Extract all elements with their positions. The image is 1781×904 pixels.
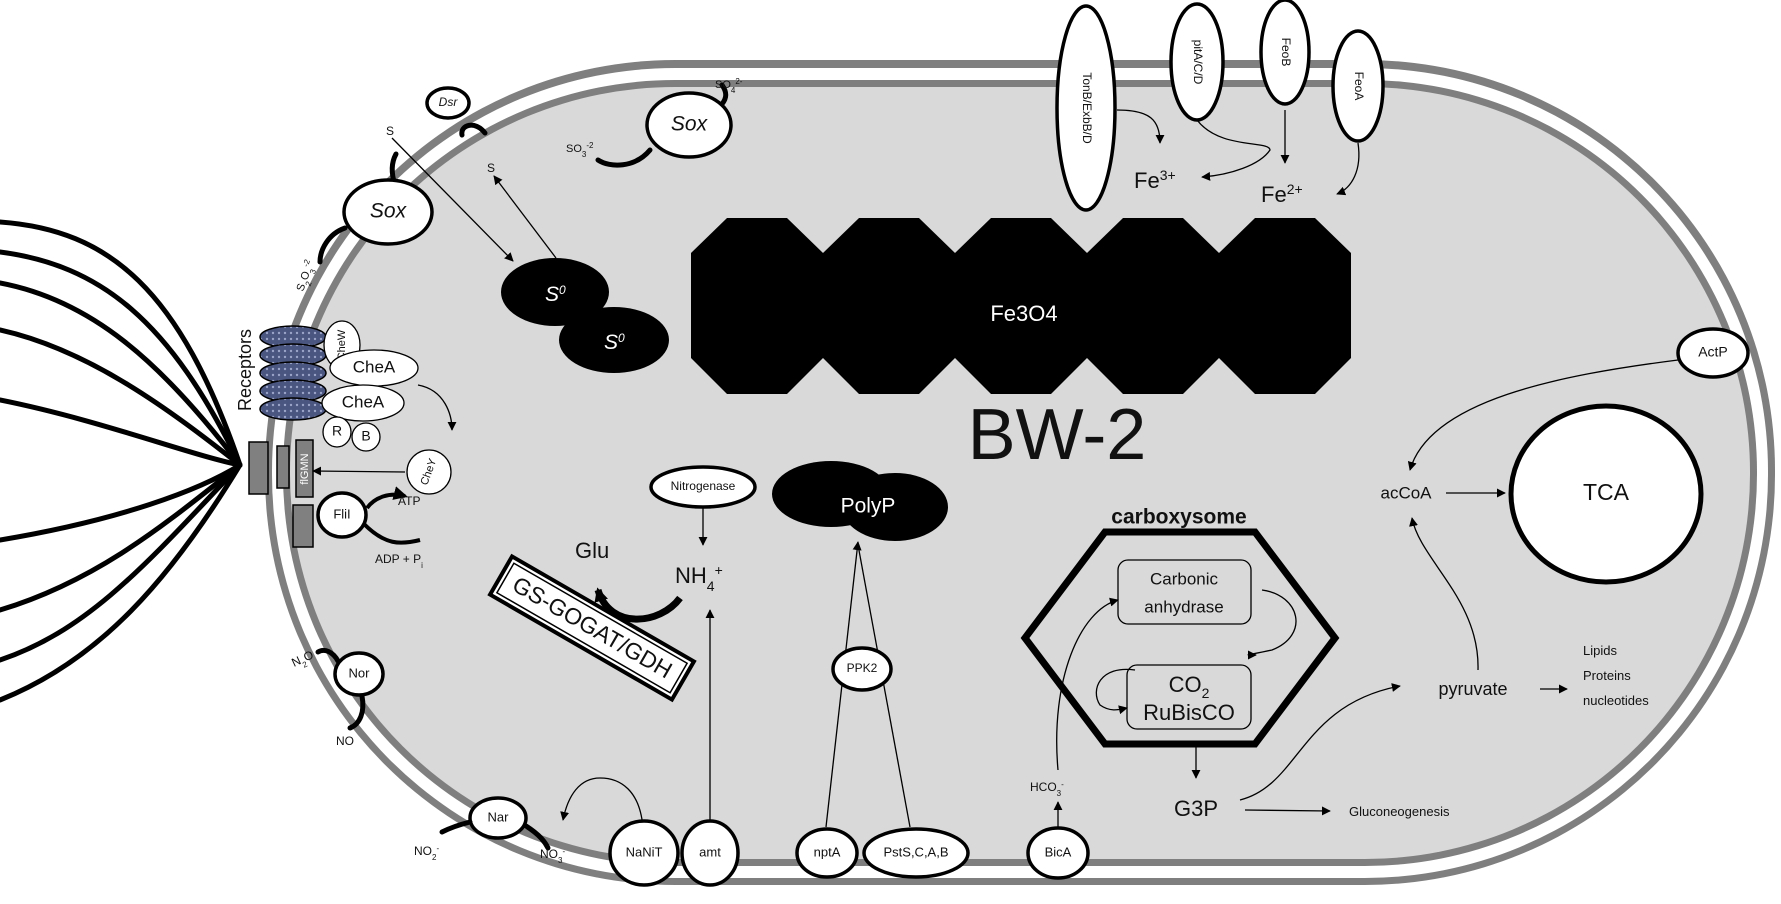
g3p-label: G3P — [1174, 796, 1218, 821]
tonb-label: TonB/ExbB/D — [1080, 72, 1094, 144]
bica-label: BicA — [1045, 844, 1072, 859]
no2-no: NO — [414, 844, 432, 858]
psts-label: PstS,C,A,B — [883, 844, 948, 859]
carbonic-label: Carbonic — [1150, 569, 1219, 588]
s0-s-1: S — [545, 283, 559, 306]
no-label: NO — [336, 734, 354, 748]
s2o3-sup: -2 — [301, 258, 312, 268]
nanit-label: NaNiT — [626, 844, 663, 859]
ppk2-label: PPK2 — [847, 661, 878, 675]
hco3-hco: HCO — [1030, 780, 1057, 794]
chea-label-1: CheA — [353, 357, 396, 376]
dsr-label: Dsr — [439, 95, 459, 109]
co2-co: CO — [1169, 672, 1202, 697]
nh4-sub: 4 — [707, 578, 715, 594]
s0-sup-2: 0 — [618, 331, 625, 345]
adp-label: ADP + P — [375, 552, 421, 566]
lipids-label: Lipids — [1583, 643, 1617, 658]
flagellar-ring-outer — [249, 442, 268, 494]
no3-no: NO — [540, 847, 558, 861]
nh4-nh: NH — [675, 563, 707, 588]
s-label-top: S — [386, 124, 394, 138]
nor-label: Nor — [349, 665, 371, 680]
pyruvate-label: pyruvate — [1438, 679, 1507, 699]
nh4-sup: + — [715, 562, 723, 578]
receptor-5 — [260, 398, 326, 420]
so3-sub: 3 — [582, 150, 587, 159]
flii-label: FliI — [333, 506, 350, 521]
nar-label: Nar — [488, 809, 510, 824]
sox-label-left: Sox — [370, 200, 408, 223]
fe3o4-text: Fe3O4 — [990, 301, 1057, 326]
s0-sup-1: 0 — [559, 283, 566, 297]
so4-sub: 4 — [731, 86, 736, 95]
feoa-label: FeoA — [1352, 72, 1366, 101]
feob-label: FeoB — [1279, 38, 1293, 67]
s-label-dsr: S — [487, 161, 495, 175]
no2-sub: 2 — [432, 853, 437, 862]
hco3-sup: - — [1061, 780, 1064, 789]
glu-label: Glu — [575, 538, 609, 563]
proteins-label: Proteins — [1583, 668, 1631, 683]
atp-label: ATP — [398, 494, 420, 508]
fe2-sup: 2+ — [1287, 181, 1303, 197]
s0-s-2: S — [604, 331, 618, 354]
nitrogenase-label: Nitrogenase — [671, 479, 736, 493]
chea-label-2: CheA — [342, 392, 385, 411]
organism-title: BW-2 — [968, 395, 1147, 475]
flgmn-label: flGMN — [299, 453, 311, 484]
nucleotides-label: nucleotides — [1583, 693, 1649, 708]
hco3-sub: 3 — [1057, 789, 1062, 798]
fe2-fe: Fe — [1261, 182, 1287, 207]
so4-so: SO — [715, 79, 731, 91]
fe3-sup: 3+ — [1160, 167, 1176, 183]
amt-label: amt — [699, 844, 721, 859]
gluconeogenesis-label: Gluconeogenesis — [1349, 804, 1450, 819]
fe3o4-label: Fe3O4 — [990, 301, 1057, 326]
r-label: R — [332, 423, 342, 439]
npta-label: nptA — [814, 844, 841, 859]
no2-sup: - — [436, 844, 439, 853]
co2-sub: 2 — [1202, 685, 1210, 701]
pita-label: pitA/C/D — [1191, 40, 1205, 85]
so4-sup: 2- — [735, 77, 742, 86]
accoa-label: acCoA — [1380, 483, 1432, 502]
b-label: B — [361, 428, 370, 444]
rubisco-label: RuBisCO — [1143, 700, 1235, 725]
sox-label-top: Sox — [671, 113, 709, 136]
polyp-label: PolyP — [841, 495, 896, 518]
flagellar-ring-mid — [277, 446, 289, 488]
fe3-fe: Fe — [1134, 168, 1160, 193]
receptors-label: Receptors — [235, 329, 255, 411]
flagellar-export-ring — [293, 505, 313, 547]
tca-label: TCA — [1583, 479, 1630, 505]
no3-sub: 3 — [558, 856, 563, 865]
anhydrase-label: anhydrase — [1144, 597, 1223, 616]
flagellum: flGMN — [0, 222, 313, 700]
magnetosome-chain: Fe3O4 — [691, 218, 1351, 394]
pi-subscript: i — [421, 561, 423, 570]
actp-label: ActP — [1698, 344, 1728, 360]
so3-so: SO — [566, 143, 582, 155]
carboxysome-label: carboxysome — [1111, 506, 1246, 529]
no2-label: NO2- — [414, 844, 439, 862]
no3-sup: - — [562, 847, 565, 856]
so3-sup: -2 — [586, 141, 594, 150]
